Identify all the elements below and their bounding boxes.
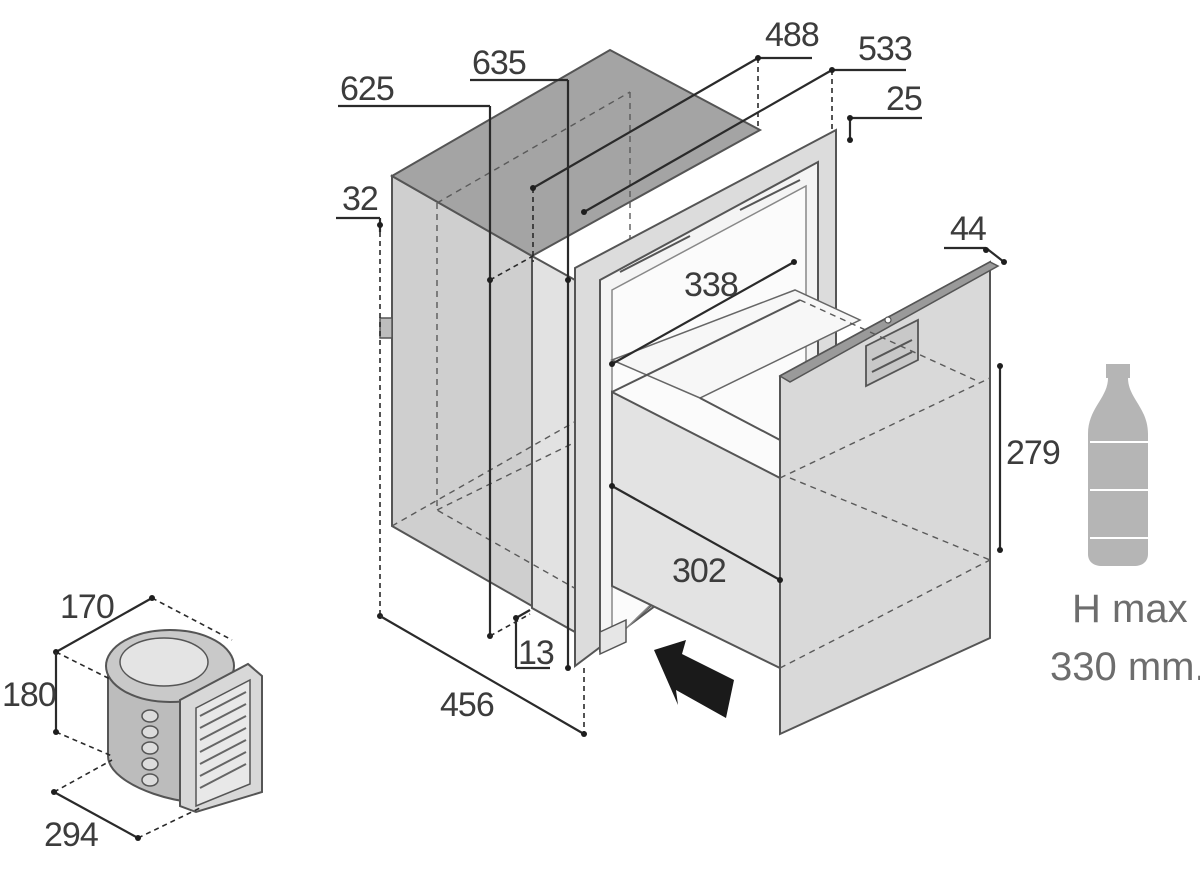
bottle-note-line2: 330 mm. bbox=[1050, 645, 1200, 689]
dim-456: 456 bbox=[440, 686, 494, 724]
dim-338: 338 bbox=[684, 266, 738, 304]
hidden-edges bbox=[436, 203, 593, 599]
insert-arrow bbox=[654, 640, 734, 718]
dim-625: 625 bbox=[340, 70, 394, 108]
side-knob bbox=[379, 317, 393, 339]
unit-dim-294: 294 bbox=[44, 816, 98, 854]
dim-44: 44 bbox=[950, 210, 986, 248]
door bbox=[778, 260, 1000, 736]
dim-533: 533 bbox=[858, 30, 912, 68]
dim-279: 279 bbox=[1006, 434, 1060, 472]
dim-32: 32 bbox=[342, 180, 378, 218]
drawer-inner-back bbox=[610, 289, 862, 399]
dimension-lines bbox=[336, 55, 1007, 737]
drawer bbox=[610, 289, 862, 670]
bottle-icon bbox=[1088, 364, 1148, 566]
dim-13: 13 bbox=[518, 634, 554, 672]
cabinet-top bbox=[389, 48, 763, 258]
unit-dim-170: 170 bbox=[60, 588, 114, 626]
bottle-note-line1: H max bbox=[1072, 587, 1188, 631]
dim-302: 302 bbox=[672, 552, 726, 590]
dim-488: 488 bbox=[765, 16, 819, 54]
dim-25: 25 bbox=[886, 80, 922, 118]
dimension-labels: 488 533 25 635 625 32 44 338 279 302 13 … bbox=[340, 16, 1061, 724]
compressor-unit bbox=[105, 629, 263, 814]
dim-635: 635 bbox=[472, 44, 526, 82]
unit-dimension-lines bbox=[51, 595, 233, 841]
cabinet bbox=[379, 48, 763, 634]
unit-dim-180: 180 bbox=[2, 676, 56, 714]
